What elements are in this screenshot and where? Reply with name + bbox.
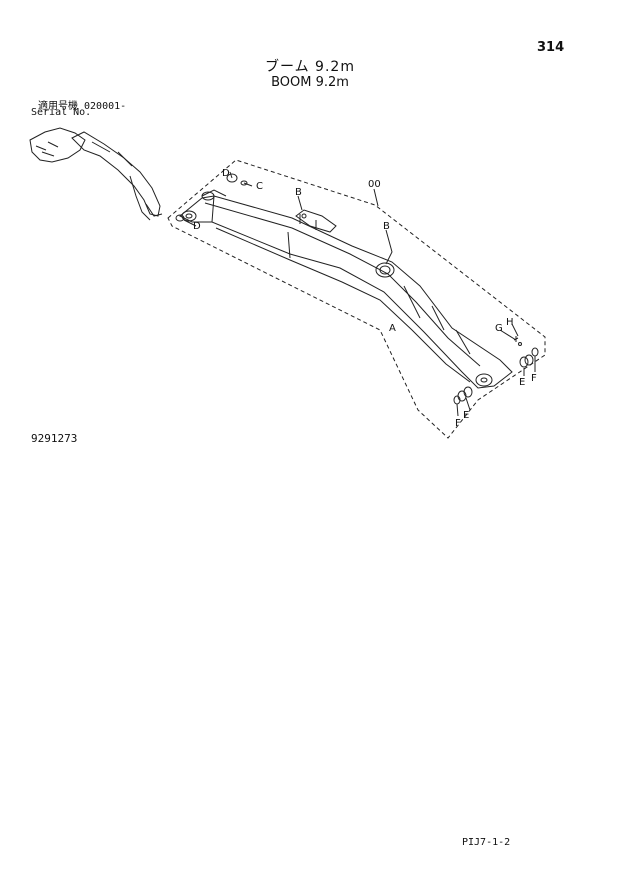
title-japanese: ブーム 9.2m [265,59,355,75]
footer-code: PIJ7-1-2 [462,837,511,848]
page-number: 314 [537,40,565,55]
callout-b-mid: B [383,221,390,232]
assembly-boundary [167,159,546,439]
callout-f-right: F [531,373,537,384]
callout-c: C [256,181,263,192]
callout-h: H [506,317,514,328]
figure-number: 9291273 [31,432,78,445]
small-fasteners [513,336,522,346]
boom-body [179,195,513,389]
callout-e-right: E [519,377,525,388]
callout-labels: 00 A B B C D D E E F F G H [193,168,537,429]
serial-label-english: Serial No. [31,107,92,118]
title-english: BOOM 9.2m [271,75,349,90]
callout-b-top: B [295,187,302,198]
callout-00: 00 [368,179,381,190]
leader-lines [183,171,536,417]
left-bushings [453,386,473,405]
callout-g: G [495,323,503,334]
serial-label-japanese: 適用号機 020001- [38,101,127,112]
callout-e-left: E [463,410,469,421]
callout-d-left: D [193,221,201,232]
boom-bracket [295,209,337,233]
excavator-thumbnail [29,127,163,221]
callout-d-top: D [222,168,230,179]
callout-f-left: F [455,418,461,429]
callout-a: A [389,323,396,334]
